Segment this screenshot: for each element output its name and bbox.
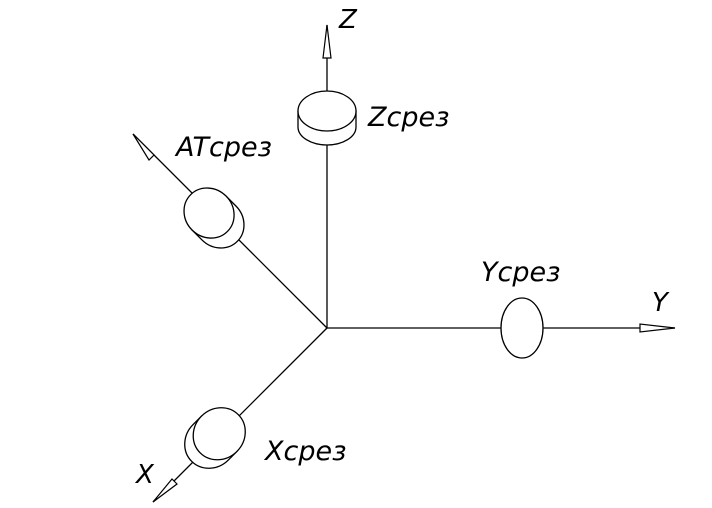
x-cut-disk-icon — [184, 407, 246, 469]
z-axis-arrowhead — [322, 24, 332, 59]
y-cut-disk-icon — [500, 297, 544, 359]
y-axis-label: Y — [652, 288, 670, 318]
at-cut-label: ATсрез — [174, 132, 272, 163]
x-axis-line — [152, 327, 328, 503]
x-axis-arrowhead — [152, 478, 178, 503]
z-axis-label: Z — [338, 5, 358, 35]
x-axis-label: X — [134, 460, 155, 490]
z-cut-label: Zсрез — [367, 102, 449, 133]
z-cut-disk-icon — [297, 90, 357, 146]
y-cut-label: Yсрез — [481, 257, 560, 288]
x-cut-label: Xсрез — [263, 436, 346, 467]
at-cut-disk-icon — [183, 187, 245, 249]
at-axis-arrowhead — [132, 133, 155, 161]
y-axis-arrowhead — [639, 323, 676, 333]
